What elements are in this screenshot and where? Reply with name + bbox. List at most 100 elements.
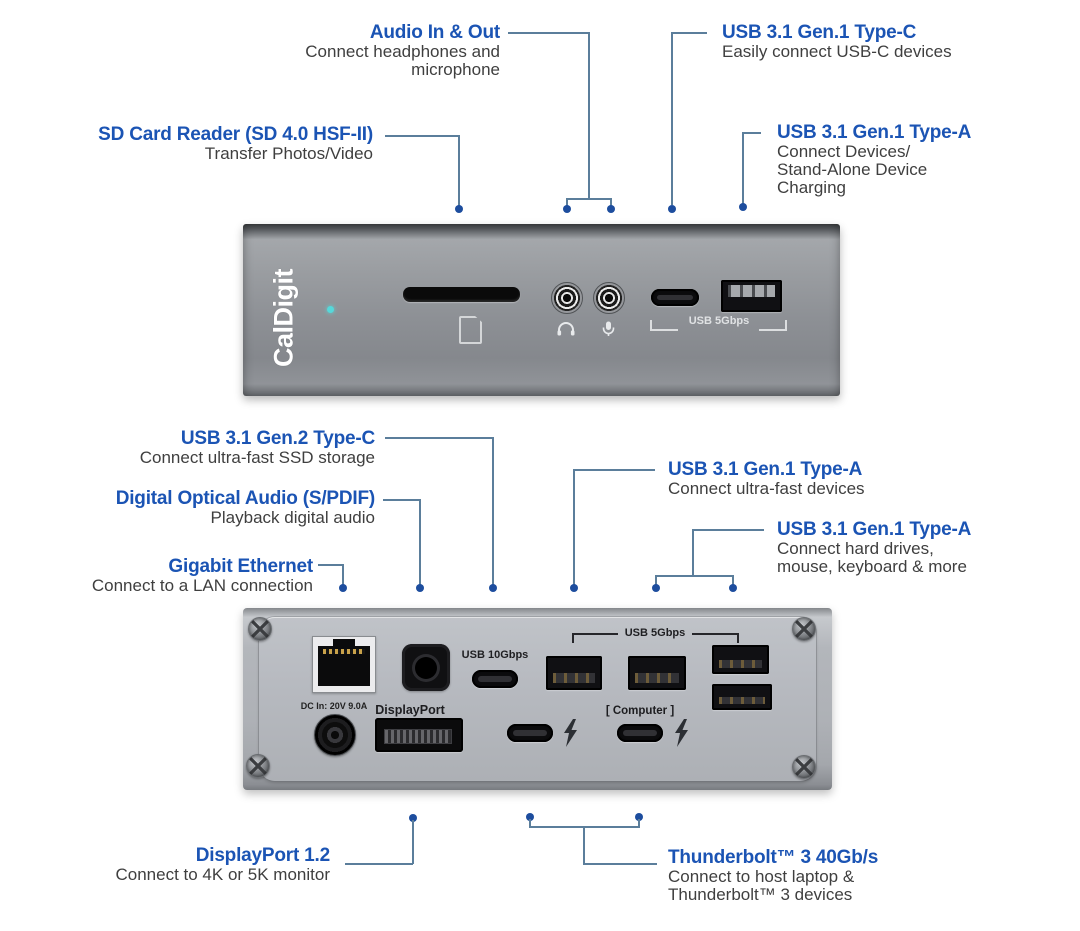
callout-line bbox=[742, 132, 761, 134]
callout-line bbox=[492, 437, 494, 586]
usb5-rear-label: USB 5Gbps bbox=[624, 627, 686, 639]
callout-dot bbox=[455, 205, 463, 213]
usb5-rear-bracket-right bbox=[692, 633, 739, 643]
callout-line bbox=[383, 499, 421, 501]
callout-sd-reader: SD Card Reader (SD 4.0 HSF-II) Transfer … bbox=[98, 124, 373, 163]
callout-audio-desc: microphone bbox=[411, 60, 500, 79]
callout-line bbox=[742, 132, 744, 205]
brand-logo: CalDigit bbox=[268, 269, 299, 368]
callout-usb-a-front: USB 3.1 Gen.1 Type-A Connect Devices/ St… bbox=[777, 122, 971, 197]
callout-displayport-title: DisplayPort 1.2 bbox=[195, 845, 330, 866]
dc-power-jack bbox=[314, 714, 356, 756]
usb-a-port-front bbox=[721, 280, 782, 312]
callout-line bbox=[610, 198, 612, 209]
usb-a-port-4 bbox=[712, 684, 772, 710]
callout-thunderbolt-title: Thunderbolt™ 3 40Gb/s bbox=[668, 847, 879, 868]
callout-dot bbox=[607, 205, 615, 213]
ethernet-port bbox=[312, 636, 376, 693]
usb-a-port-1 bbox=[546, 656, 602, 690]
callout-usb-c-gen2-desc: Connect ultra-fast SSD storage bbox=[139, 448, 375, 467]
callout-dot bbox=[635, 813, 643, 821]
callout-line bbox=[583, 826, 585, 864]
usb10-label: USB 10Gbps bbox=[461, 649, 529, 661]
callout-line bbox=[692, 529, 764, 531]
thunderbolt-port-2 bbox=[617, 724, 663, 742]
callout-usb-c-gen2: USB 3.1 Gen.2 Type-C Connect ultra-fast … bbox=[140, 428, 375, 467]
headphone-icon bbox=[557, 322, 575, 336]
callout-optical: Digital Optical Audio (S/PDIF) Playback … bbox=[116, 488, 375, 527]
callout-line bbox=[732, 575, 734, 586]
callout-line bbox=[588, 32, 590, 199]
callout-usb-a-fast-desc: Connect ultra-fast devices bbox=[668, 479, 865, 498]
callout-usb-a-fast-title: USB 3.1 Gen.1 Type-A bbox=[668, 459, 863, 480]
callout-optical-desc: Playback digital audio bbox=[210, 508, 375, 527]
callout-usb-a-front-desc: Stand-Alone Device bbox=[777, 160, 928, 179]
callout-dot bbox=[526, 813, 534, 821]
computer-label: [ Computer ] bbox=[605, 705, 675, 717]
dc-in-label: DC In: 20V 9.0A bbox=[300, 701, 368, 711]
thunderbolt-port-1 bbox=[507, 724, 553, 742]
dock-front-panel: CalDigit USB 5Gbps bbox=[243, 224, 840, 396]
callout-dot bbox=[570, 584, 578, 592]
usb-c-port-front bbox=[651, 289, 699, 306]
usb-c-10g-port bbox=[472, 670, 518, 688]
ethernet-port-tab bbox=[333, 639, 355, 649]
callout-line bbox=[671, 32, 707, 34]
callout-line bbox=[458, 135, 460, 206]
callout-usb-a-more-desc: mouse, keyboard & more bbox=[777, 557, 967, 576]
callout-dot bbox=[416, 584, 424, 592]
ethernet-port-pins bbox=[323, 649, 365, 654]
callout-audio-title: Audio In & Out bbox=[369, 22, 500, 43]
callout-line bbox=[385, 437, 494, 439]
callout-usb-a-front-desc: Connect Devices/ bbox=[777, 142, 911, 161]
callout-usb-c-front-title: USB 3.1 Gen.1 Type-C bbox=[722, 22, 917, 43]
callout-line bbox=[671, 32, 673, 205]
sd-card-slot bbox=[403, 287, 520, 302]
callout-ethernet-desc: Connect to a LAN connection bbox=[91, 576, 313, 595]
callout-thunderbolt-desc: Thunderbolt™ 3 devices bbox=[668, 885, 853, 904]
callout-usb-c-front: USB 3.1 Gen.1 Type-C Easily connect USB-… bbox=[722, 22, 952, 61]
callout-line bbox=[692, 529, 694, 577]
callout-dot bbox=[739, 203, 747, 211]
callout-line bbox=[638, 819, 640, 827]
callout-dot bbox=[652, 584, 660, 592]
callout-usb-a-more-desc: Connect hard drives, bbox=[777, 539, 934, 558]
callout-line bbox=[566, 198, 612, 200]
callout-dot bbox=[668, 205, 676, 213]
microphone-icon bbox=[602, 321, 615, 336]
usb5-front-label: USB 5Gbps bbox=[688, 315, 750, 327]
thunderbolt-icon bbox=[564, 719, 577, 747]
screw bbox=[792, 755, 816, 779]
callout-audio-desc: Connect headphones and bbox=[305, 42, 500, 61]
usb-a-port-3 bbox=[712, 645, 769, 674]
usb5-bracket-left bbox=[650, 320, 678, 331]
callout-line bbox=[508, 32, 590, 34]
callout-displayport: DisplayPort 1.2 Connect to 4K or 5K moni… bbox=[115, 845, 330, 884]
callout-line bbox=[566, 198, 568, 209]
callout-line bbox=[655, 575, 657, 586]
usb5-rear-bracket-left bbox=[572, 633, 618, 643]
microphone-jack bbox=[593, 282, 625, 314]
callout-usb-c-gen2-title: USB 3.1 Gen.2 Type-C bbox=[180, 428, 375, 449]
callout-line bbox=[529, 819, 531, 827]
callout-usb-c-front-desc: Easily connect USB-C devices bbox=[722, 42, 952, 61]
callout-sd-title: SD Card Reader (SD 4.0 HSF-II) bbox=[98, 124, 373, 145]
sd-card-icon bbox=[459, 316, 482, 344]
callout-line bbox=[573, 469, 655, 471]
callout-thunderbolt: Thunderbolt™ 3 40Gb/s Connect to host la… bbox=[668, 847, 878, 904]
displayport-port bbox=[375, 718, 463, 752]
callout-line bbox=[342, 564, 344, 586]
callout-dot bbox=[563, 205, 571, 213]
callout-usb-a-fast: USB 3.1 Gen.1 Type-A Connect ultra-fast … bbox=[668, 459, 865, 498]
callout-usb-a-front-title: USB 3.1 Gen.1 Type-A bbox=[777, 122, 972, 143]
optical-audio-port bbox=[402, 644, 450, 691]
callout-ethernet-title: Gigabit Ethernet bbox=[168, 556, 313, 577]
callout-ethernet: Gigabit Ethernet Connect to a LAN connec… bbox=[92, 556, 313, 595]
callout-line bbox=[573, 469, 575, 586]
thunderbolt-icon bbox=[675, 719, 688, 747]
callout-line bbox=[655, 575, 734, 577]
callout-dot bbox=[339, 584, 347, 592]
callout-dot bbox=[729, 584, 737, 592]
displayport-label: DisplayPort bbox=[375, 703, 445, 717]
